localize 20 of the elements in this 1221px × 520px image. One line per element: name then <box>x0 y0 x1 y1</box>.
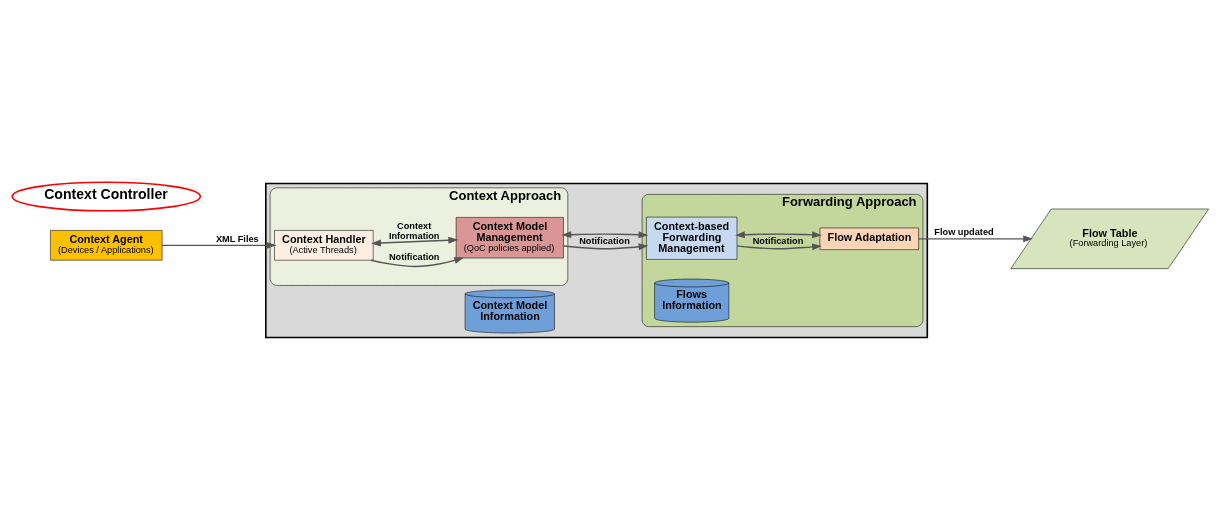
node-box: Context Handler (Active Threads) <box>274 229 374 260</box>
edge-label: Context Information <box>388 220 440 241</box>
arrow <box>562 242 649 250</box>
arrow <box>370 256 465 267</box>
edge-label: Notification <box>752 235 804 246</box>
node-box: Context Model Management (QoC policies applied) <box>455 216 564 258</box>
arrow <box>736 242 822 250</box>
node-box: Flow Adaptation <box>819 227 919 250</box>
edge-label: Notification <box>388 251 440 262</box>
arrow <box>561 230 649 238</box>
arrow <box>161 241 277 249</box>
label: Context Controller <box>44 185 168 202</box>
edge-label: Flow updated <box>934 226 994 237</box>
arrow <box>735 230 822 238</box>
arrow <box>371 236 459 246</box>
node-box: Context-based Forwarding Management <box>646 216 738 260</box>
arrow <box>918 234 1033 242</box>
node-box: Context Agent (Devices / Applications) <box>50 229 163 260</box>
edge-label: Notification <box>579 235 630 246</box>
edge-label: XML Files <box>215 233 259 244</box>
